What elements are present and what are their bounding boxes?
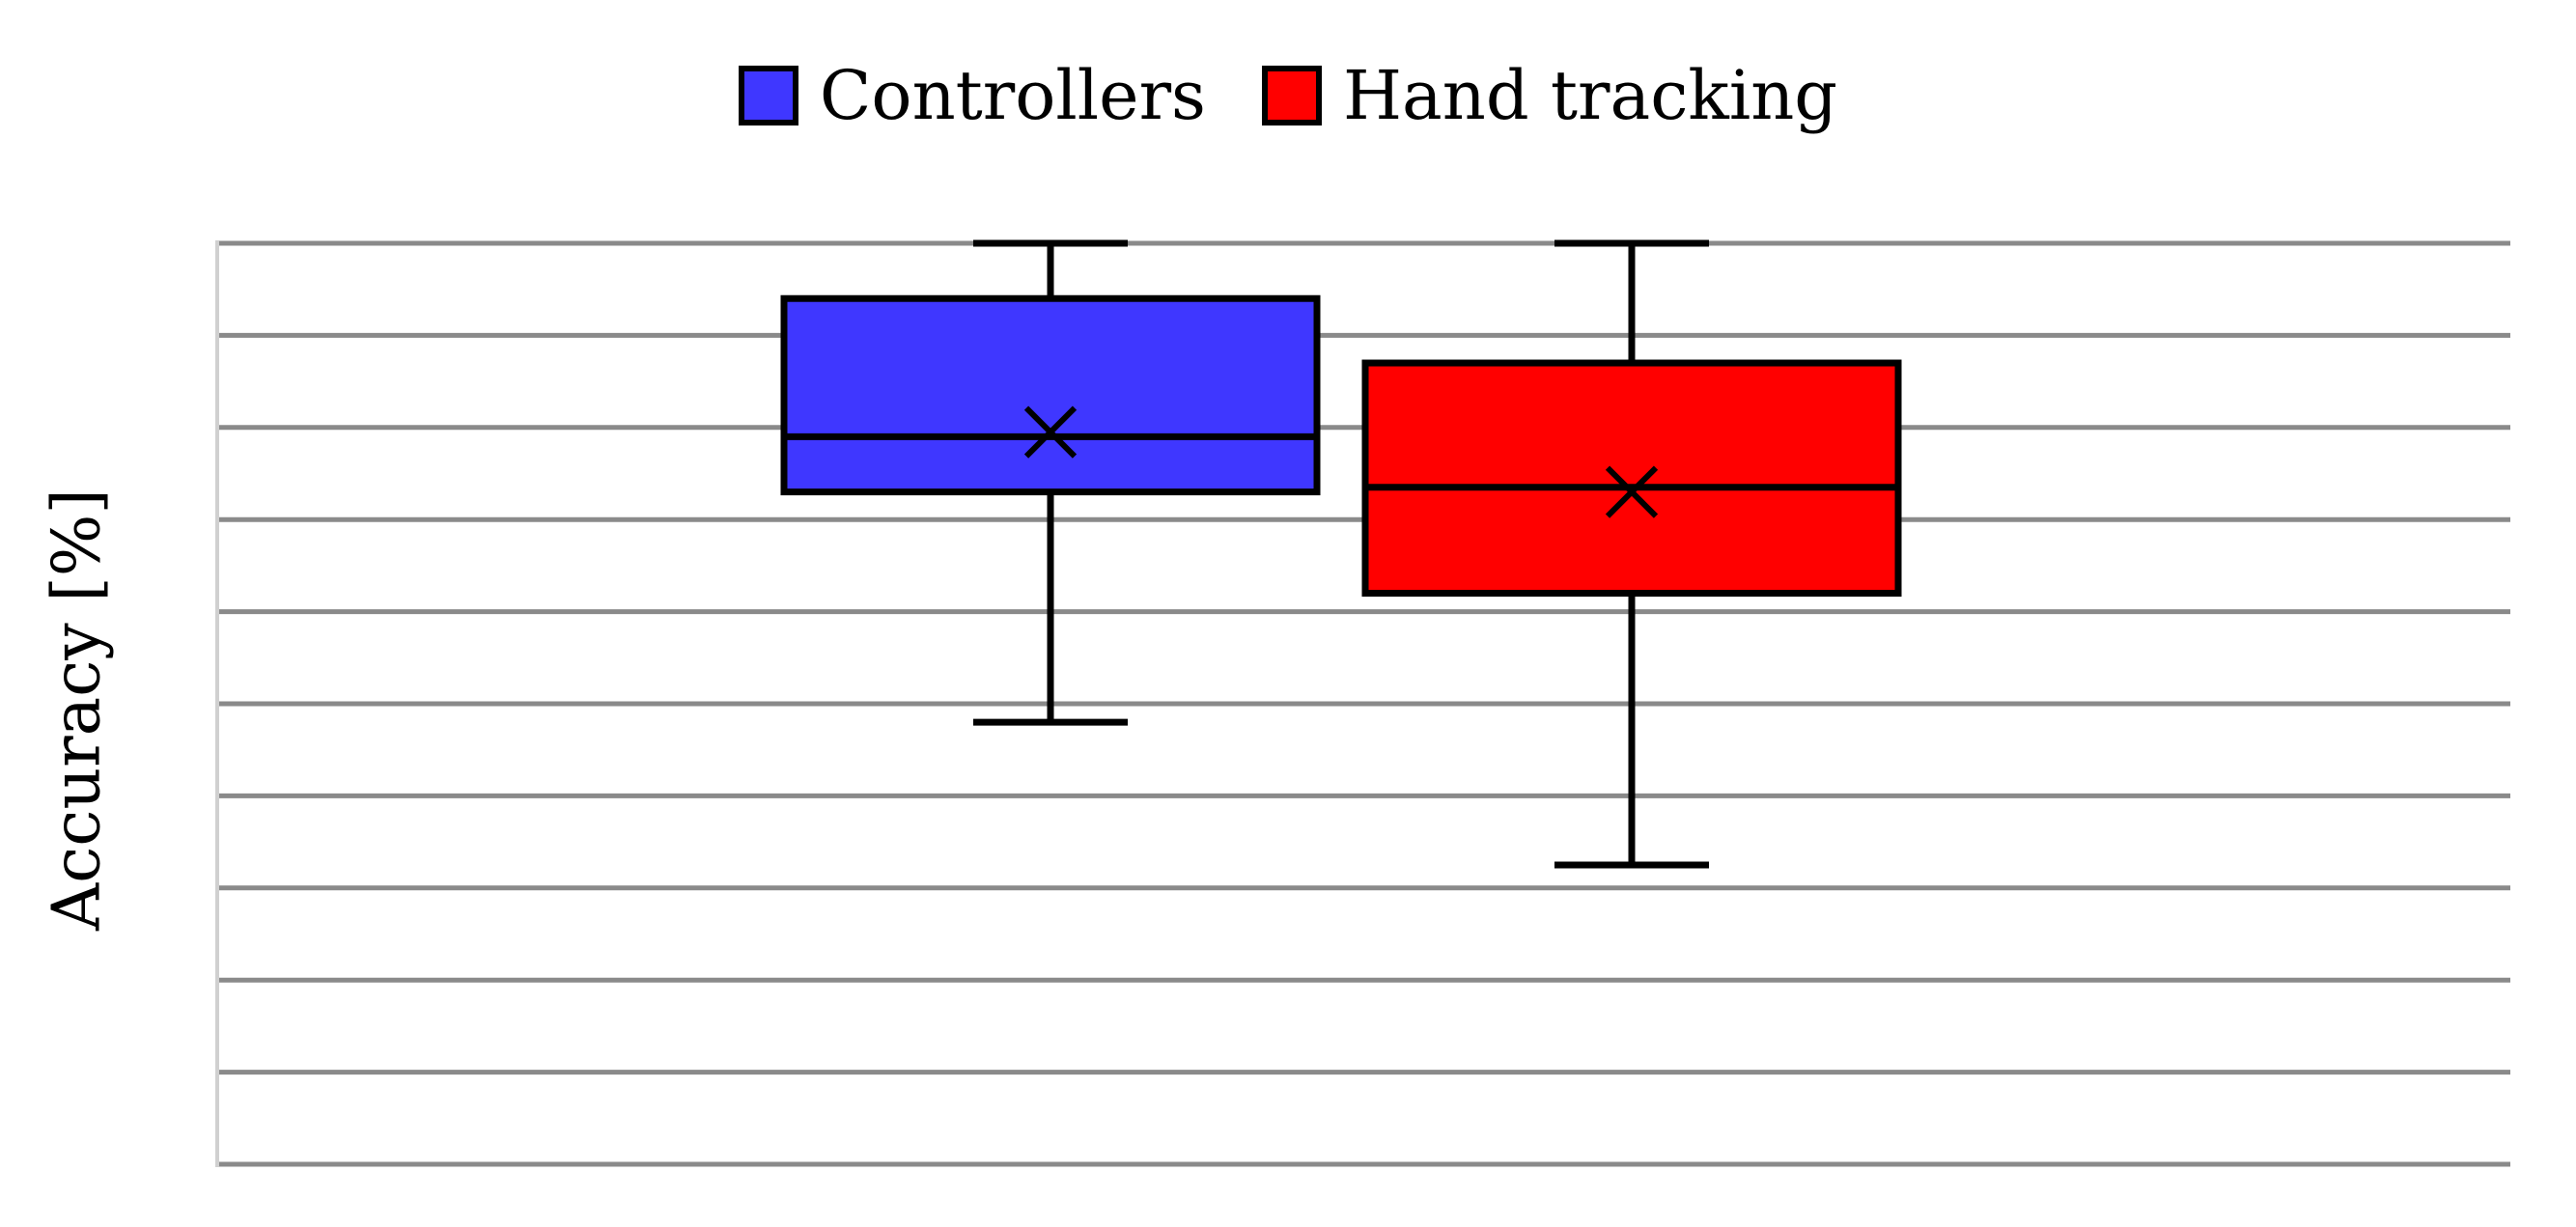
box-hand-tracking [1361,359,1902,598]
mean-marker-b-controllers [1023,405,1078,459]
legend-item-controllers: Controllers [738,56,1206,135]
legend-swatch-hand-tracking [1261,66,1322,125]
legend-label-hand-tracking: Hand tracking [1342,56,1838,135]
box-controllers [780,294,1321,496]
mean-marker-b-hand-tracking [1605,465,1659,518]
legend-swatch-controllers [738,66,798,125]
legend-item-hand-tracking: Hand tracking [1261,56,1838,135]
legend: Controllers Hand tracking [0,56,2576,135]
legend-label-controllers: Controllers [819,56,1206,135]
